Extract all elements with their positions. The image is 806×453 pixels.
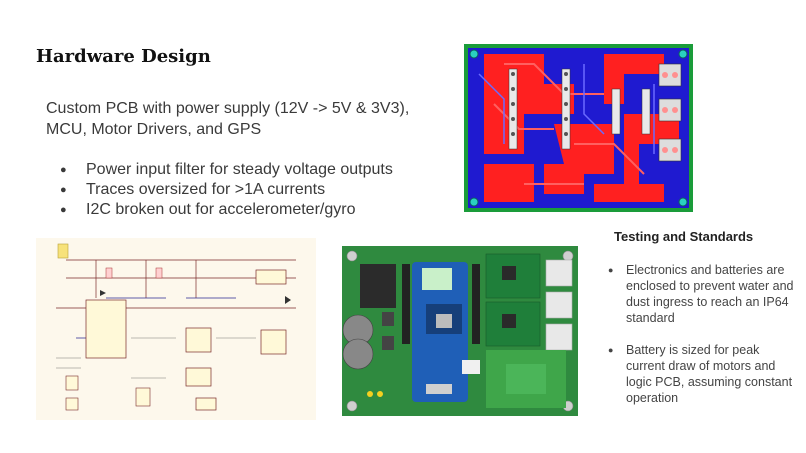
slide-title: Hardware Design	[36, 46, 211, 67]
feature-item: Traces oversized for >1A currents	[60, 180, 393, 200]
pcb-3d-render-image	[340, 244, 580, 418]
feature-item: I2C broken out for accelerometer/gyro	[60, 200, 393, 220]
intro-text: Custom PCB with power supply (12V -> 5V …	[46, 100, 410, 138]
feature-item: Power input filter for steady voltage ou…	[60, 160, 393, 180]
feature-list: Power input filter for steady voltage ou…	[60, 160, 393, 220]
standards-item: Battery is sized for peak current draw o…	[608, 342, 800, 406]
schematic-image	[36, 238, 316, 420]
pcb-layout-image	[464, 44, 693, 212]
standards-list: Electronics and batteries are enclosed t…	[608, 262, 800, 422]
standards-item: Electronics and batteries are enclosed t…	[608, 262, 800, 326]
standards-title: Testing and Standards	[614, 229, 754, 244]
